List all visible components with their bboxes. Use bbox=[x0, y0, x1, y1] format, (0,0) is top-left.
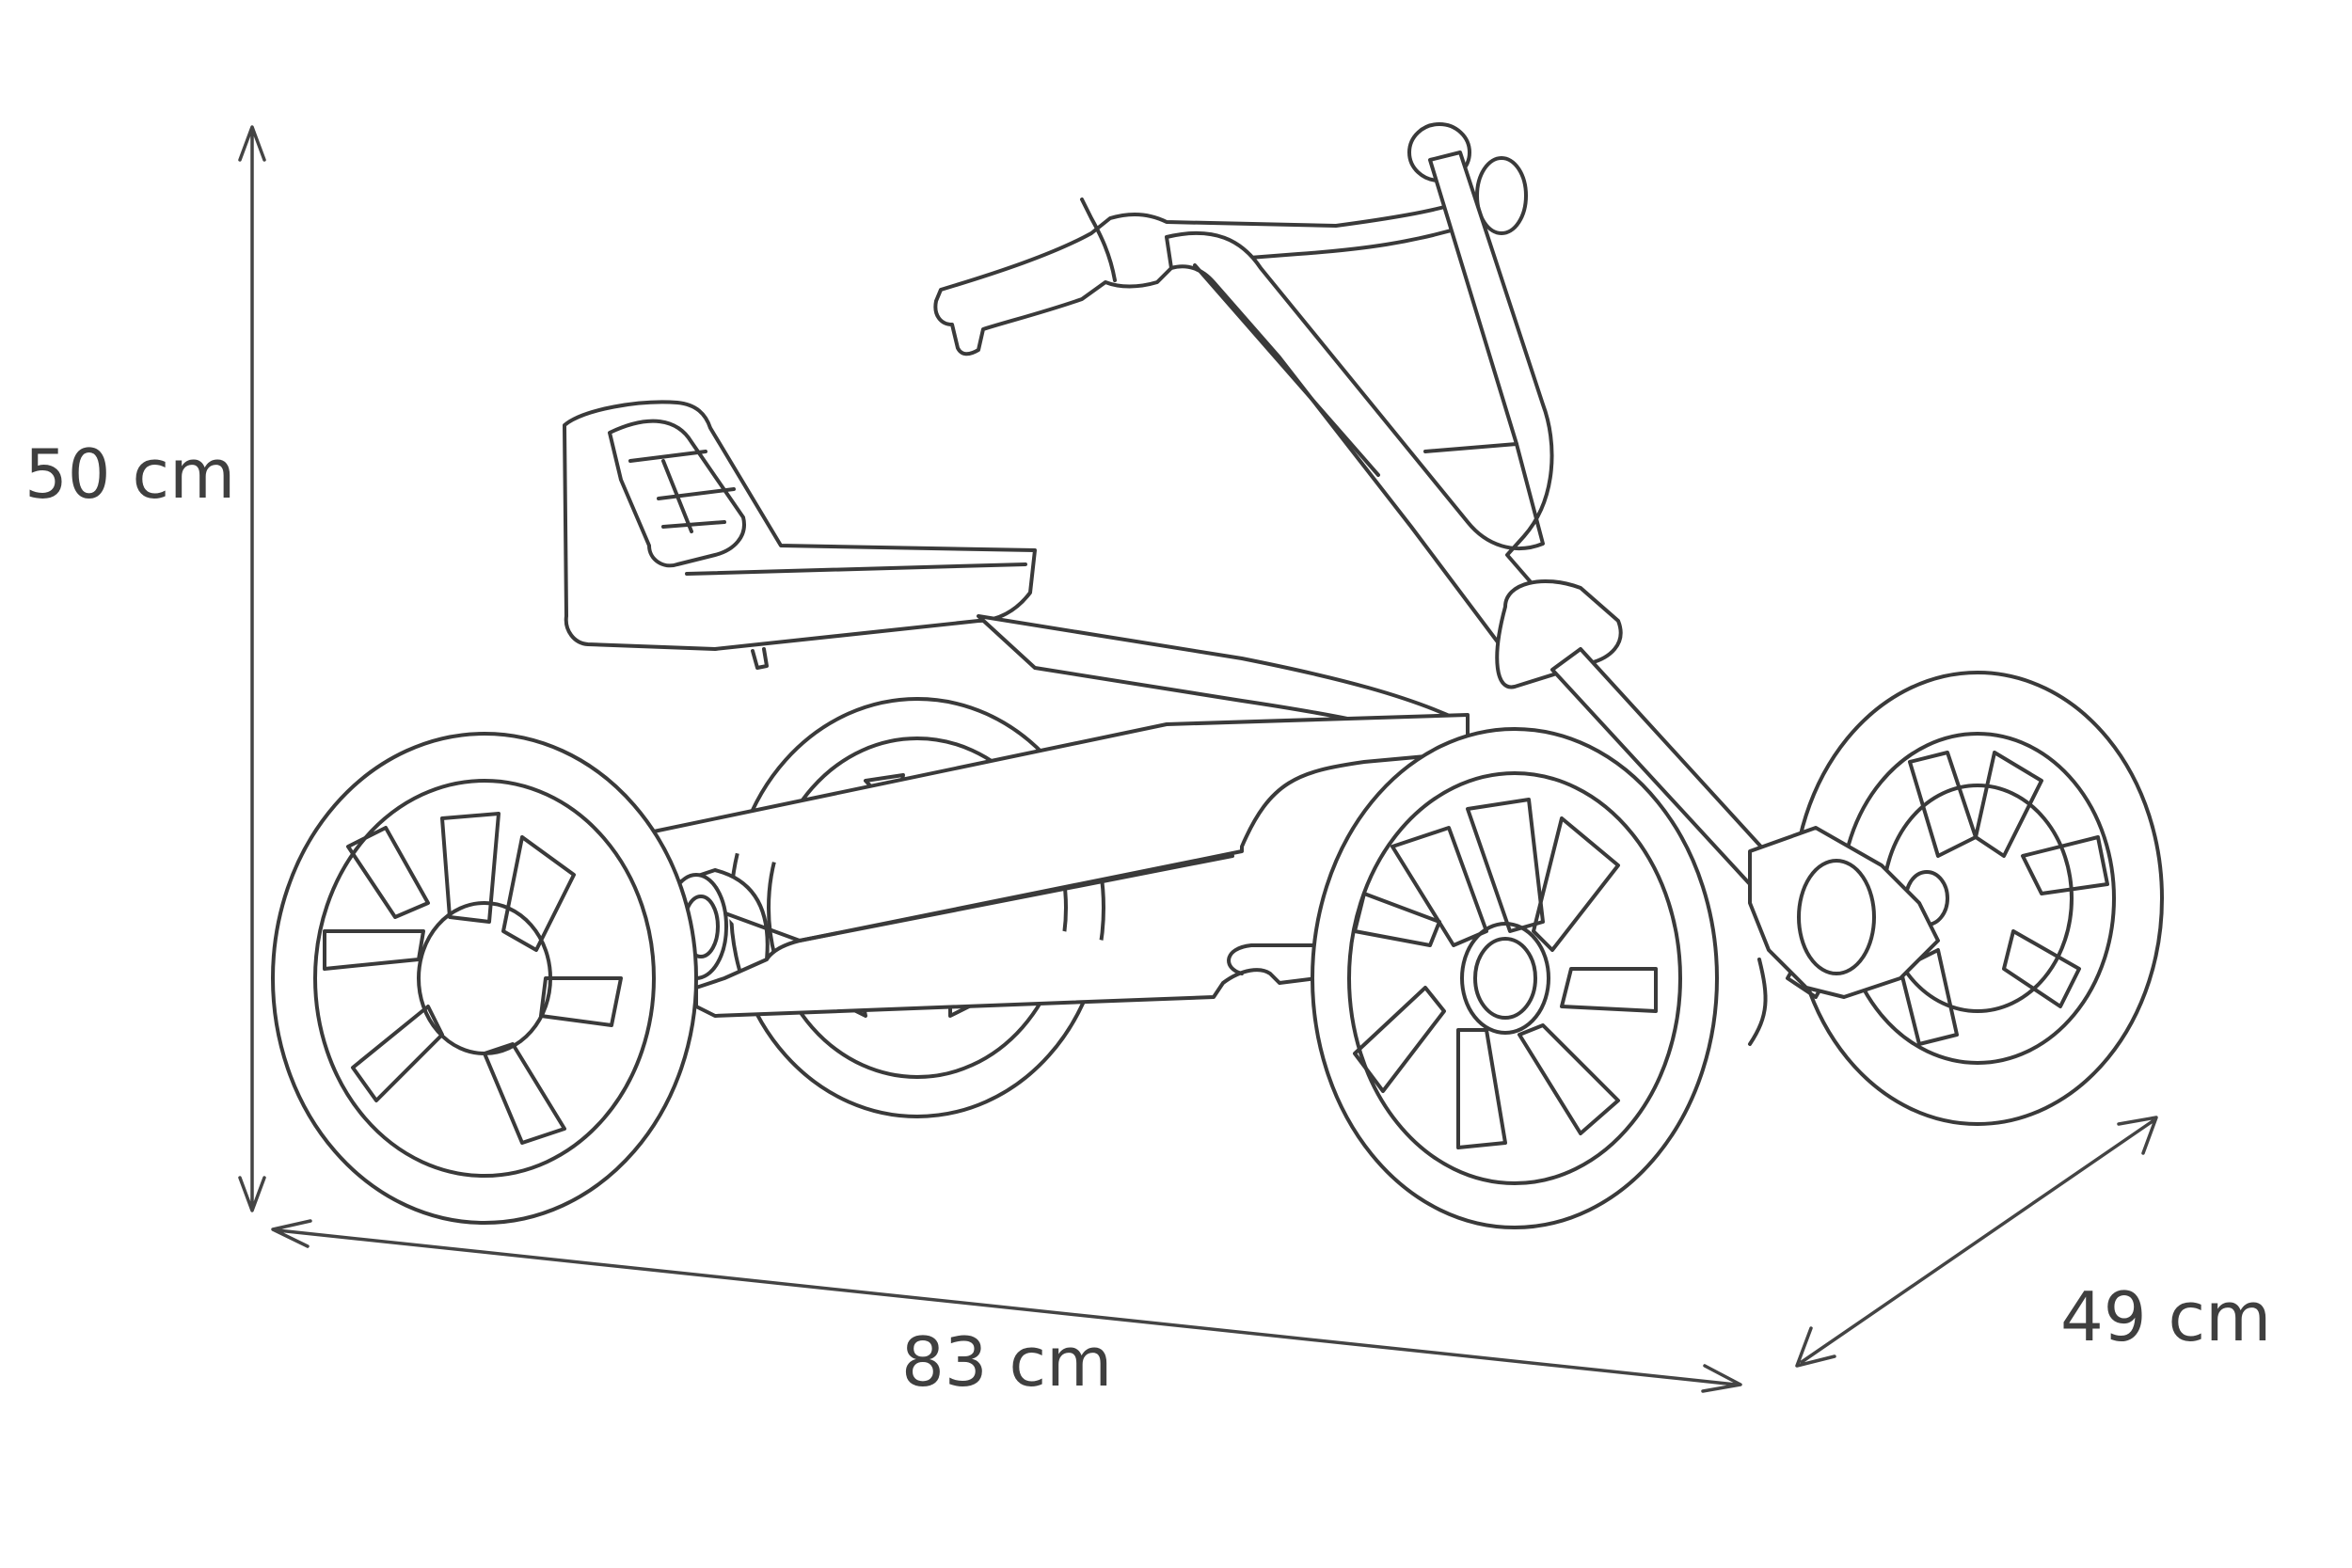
chassis-frame bbox=[647, 614, 1940, 1046]
height-label: 50 cm bbox=[24, 435, 236, 514]
width-label: 49 cm bbox=[2060, 1277, 2272, 1356]
front-left-wheel bbox=[1311, 727, 1719, 1229]
height-arrow bbox=[238, 125, 266, 1212]
length-label: 83 cm bbox=[901, 1323, 1113, 1402]
seat bbox=[563, 400, 1037, 670]
rear-left-foreground-wheel bbox=[271, 732, 698, 1225]
dimension-arrows bbox=[238, 125, 2158, 1393]
length-arrow bbox=[271, 1219, 1742, 1393]
steering-assembly bbox=[933, 122, 1780, 886]
width-arrow bbox=[1795, 1116, 2158, 1368]
